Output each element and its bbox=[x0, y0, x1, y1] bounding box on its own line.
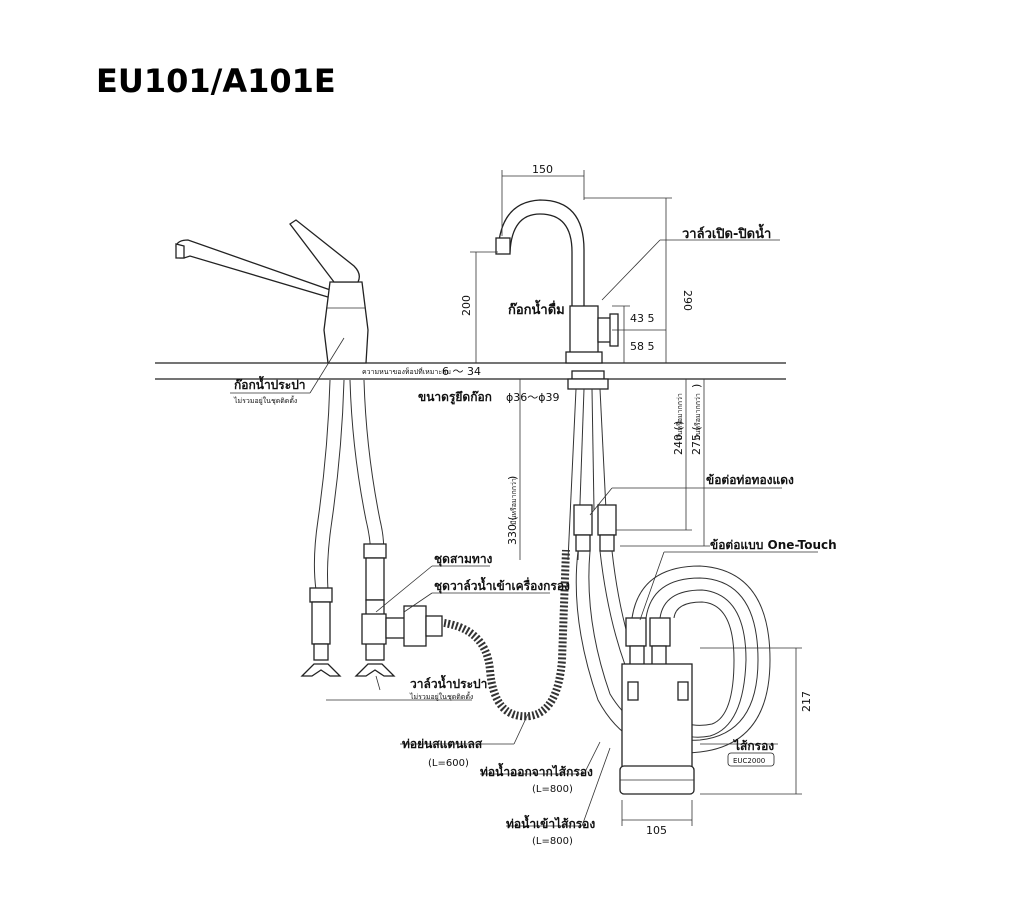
label-inlet-hose-len: (L=800) bbox=[532, 836, 573, 847]
note-min-330: มีนหรือมากกว่า bbox=[510, 478, 518, 525]
note-min-240: มีนหรือมากกว่า bbox=[676, 393, 684, 440]
dimension-lines bbox=[470, 170, 802, 826]
label-outlet-hose-len: (L=800) bbox=[532, 784, 573, 795]
dim-105: 105 bbox=[646, 824, 667, 837]
label-tap-faucet: ก๊อกน้ำประปา bbox=[234, 375, 306, 392]
label-drinking-faucet: ก๊อกน้ำดื่ม bbox=[508, 299, 565, 318]
label-outlet-hose: ท่อน้ำออกจากไส้กรอง bbox=[480, 762, 593, 779]
label-stainless-hose: ท่อย่นสแตนเลส bbox=[402, 737, 483, 751]
dim-thickness: 6 ～ 34 bbox=[442, 365, 481, 378]
dim-330-close: ) bbox=[506, 476, 519, 480]
dim-43-5: 43 5 bbox=[630, 312, 655, 325]
label-inlet-valve-set: ชุดวาล์วน้ำเข้าเครื่องกรอง bbox=[434, 576, 570, 594]
label-tap-valve: วาล์วน้ำประปา bbox=[410, 674, 487, 691]
countertop bbox=[155, 362, 786, 380]
stainless-hose bbox=[435, 549, 570, 721]
label-copper-joint: ข้อต่อท่อทองแดง bbox=[706, 473, 794, 487]
label-tap-valve-note: ไม่รวมอยู่ในชุดติดตั้ง bbox=[409, 690, 473, 701]
label-one-touch: ข้อต่อแบบ One-Touch bbox=[710, 538, 837, 552]
note-min-275: มีนหรือมากกว่า bbox=[694, 393, 702, 440]
dim-58-5: 58 5 bbox=[630, 340, 655, 353]
label-mount-hole: ขนาดรูยึดก๊อก bbox=[418, 390, 492, 405]
filter-cartridge-drawing bbox=[619, 617, 695, 795]
label-counter-thickness: ความหนาของท็อปที่เหมาะสม bbox=[362, 367, 451, 376]
label-inlet-hose: ท่อน้ำเข้าไส้กรอง bbox=[506, 814, 595, 831]
dim-275: 275 ( bbox=[690, 426, 703, 455]
dim-217: 217 bbox=[800, 691, 813, 712]
label-tap-faucet-note: ไม่รวมอยู่ในชุดติดตั้ง bbox=[233, 394, 297, 405]
dim-240-close: ) bbox=[672, 421, 685, 425]
three-way-valve-set bbox=[361, 605, 443, 647]
dim-290: 290 bbox=[681, 290, 694, 311]
dim-240: 240 ( bbox=[672, 426, 685, 455]
label-cartridge: ไส้กรอง bbox=[732, 738, 774, 753]
dim-275-close: ) bbox=[690, 384, 703, 388]
label-on-off-valve: วาล์วเปิด-ปิดน้ำ bbox=[682, 223, 771, 242]
dim-200: 200 bbox=[460, 295, 473, 316]
diagram-title: EU101/A101E bbox=[96, 62, 336, 100]
dim-hole: ϕ36～ϕ39 bbox=[506, 391, 560, 404]
drinking-faucet-drawing bbox=[495, 199, 619, 561]
label-cartridge-model: EUC2000 bbox=[733, 757, 765, 765]
tap-faucet-drawing bbox=[175, 219, 396, 677]
label-three-way: ชุดสามทาง bbox=[434, 552, 493, 567]
cartridge-model-box bbox=[727, 752, 775, 767]
leader-lines bbox=[230, 239, 818, 827]
dim-150: 150 bbox=[532, 163, 553, 176]
dim-330: 330 ( bbox=[506, 516, 519, 545]
label-stainless-hose-len: (L=600) bbox=[428, 758, 469, 769]
